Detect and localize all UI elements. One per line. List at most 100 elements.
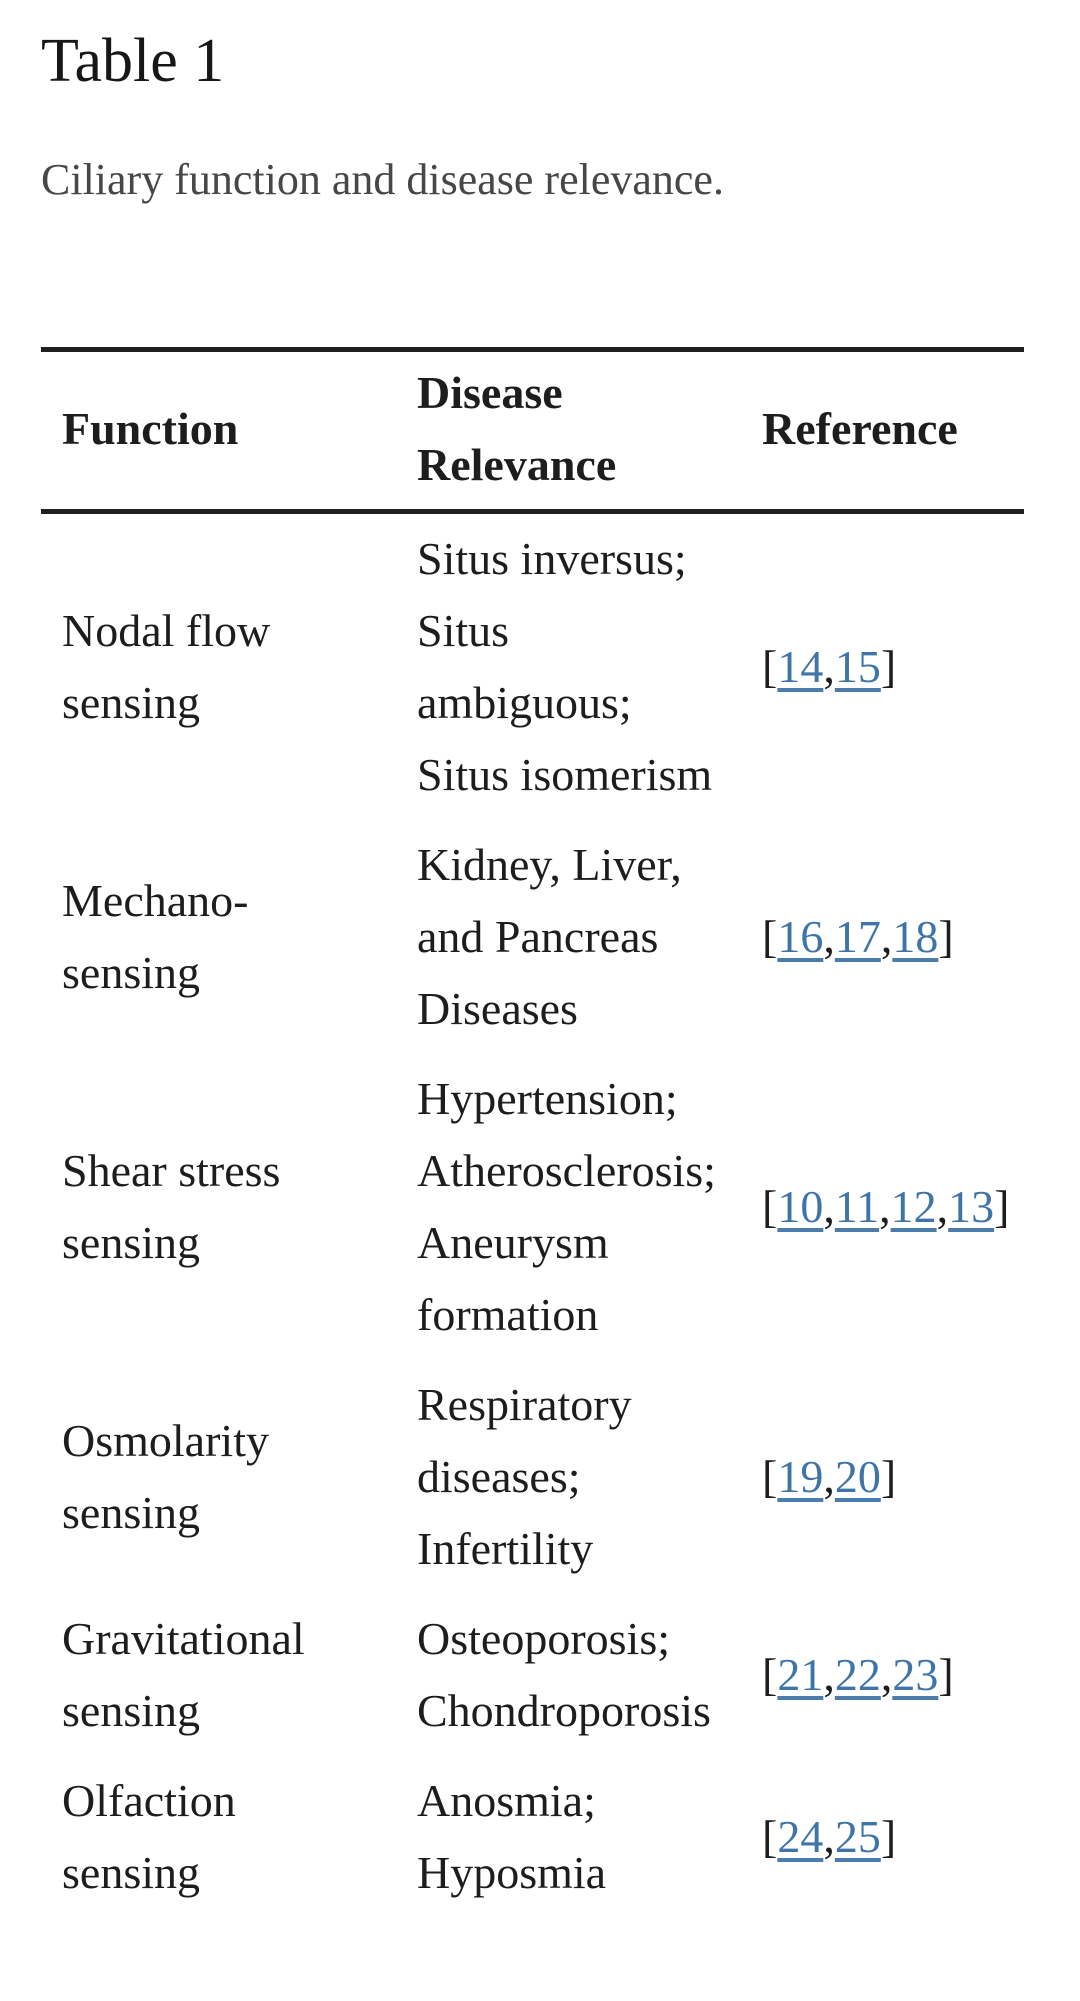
text-line: sensing bbox=[62, 1216, 200, 1268]
table-row: Gravitational sensing Osteoporosis; Chondro… bbox=[41, 1594, 1024, 1756]
text-line: sensing bbox=[62, 1486, 200, 1538]
reference-link-24[interactable]: 24 bbox=[777, 1810, 824, 1862]
text-line: Situs inversus; bbox=[417, 532, 687, 584]
reference-link-15[interactable]: 15 bbox=[834, 640, 881, 692]
text-line: Relevance bbox=[417, 438, 617, 490]
reference-cell: [16,17,18] bbox=[762, 820, 1024, 1054]
function-cell: Olfaction sensing bbox=[41, 1756, 417, 1918]
reference-close-bracket: ] bbox=[938, 1648, 954, 1700]
text-line: Aneurysm bbox=[417, 1216, 609, 1268]
function-cell: Osmolarity sensing bbox=[41, 1360, 417, 1594]
reference-separator: , bbox=[936, 1180, 949, 1232]
reference-open-bracket: [ bbox=[762, 1810, 778, 1862]
text-line: sensing bbox=[62, 1684, 200, 1736]
reference-open-bracket: [ bbox=[762, 1180, 778, 1232]
reference-cell: [14,15] bbox=[762, 511, 1024, 820]
text-line: ambiguous; bbox=[417, 676, 632, 728]
reference-separator: , bbox=[823, 640, 835, 692]
reference-link-23[interactable]: 23 bbox=[892, 1648, 939, 1700]
reference-link-10[interactable]: 10 bbox=[777, 1180, 824, 1232]
reference-link-16[interactable]: 16 bbox=[777, 910, 824, 962]
text-line: Chondroporosis bbox=[417, 1684, 711, 1736]
reference-link-19[interactable]: 19 bbox=[777, 1450, 824, 1502]
column-header-function: Function bbox=[41, 349, 417, 511]
table-row: Olfaction sensing Anosmia; Hyposmia [24,25] bbox=[41, 1756, 1024, 1918]
reference-link-14[interactable]: 14 bbox=[777, 640, 824, 692]
text-line: Osteoporosis; bbox=[417, 1612, 670, 1664]
reference-separator: , bbox=[823, 1648, 835, 1700]
reference-cell: [19,20] bbox=[762, 1360, 1024, 1594]
reference-link-17[interactable]: 17 bbox=[834, 910, 881, 962]
text-line: Gravitational bbox=[62, 1612, 305, 1664]
text-line: Reference bbox=[762, 402, 958, 454]
text-line: Infertility bbox=[417, 1522, 594, 1574]
text-line: Anosmia; bbox=[417, 1774, 596, 1826]
reference-close-bracket: ] bbox=[880, 1450, 897, 1502]
text-line: Diseases bbox=[417, 982, 578, 1034]
disease-relevance-cell: Situs inversus; Situs ambiguous; Situs isom… bbox=[417, 511, 762, 820]
text-line: Atherosclerosis; bbox=[417, 1144, 716, 1196]
disease-relevance-cell: Hypertension; Atherosclerosis; Aneurysm for… bbox=[417, 1054, 762, 1360]
text-line: Disease bbox=[417, 366, 563, 418]
text-line: and Pancreas bbox=[417, 910, 659, 962]
text-line: Situs bbox=[417, 604, 510, 656]
reference-link-11[interactable]: 11 bbox=[834, 1180, 880, 1232]
reference-cell: [10,11,12,13] bbox=[762, 1054, 1024, 1360]
reference-separator: , bbox=[880, 1648, 893, 1700]
reference-separator: , bbox=[879, 1180, 891, 1232]
column-header-reference: Reference bbox=[762, 349, 1024, 511]
text-line: Situs isomerism bbox=[417, 748, 713, 800]
text-line: sensing bbox=[62, 676, 200, 728]
reference-separator: , bbox=[823, 910, 835, 962]
reference-separator: , bbox=[823, 1810, 835, 1862]
text-line: Mechano- bbox=[62, 874, 249, 926]
text-line: Function bbox=[62, 402, 239, 454]
reference-close-bracket: ] bbox=[994, 1180, 1010, 1232]
function-cell: Mechano-sensing bbox=[41, 820, 417, 1054]
disease-relevance-cell: Anosmia; Hyposmia bbox=[417, 1756, 762, 1918]
reference-link-12[interactable]: 12 bbox=[890, 1180, 937, 1232]
reference-close-bracket: ] bbox=[938, 910, 954, 962]
reference-cell: [21,22,23] bbox=[762, 1594, 1024, 1756]
reference-separator: , bbox=[823, 1450, 835, 1502]
reference-open-bracket: [ bbox=[762, 910, 778, 962]
reference-open-bracket: [ bbox=[762, 1450, 778, 1502]
text-line: Shear stress bbox=[62, 1144, 281, 1196]
article-table-section: Table 1 Ciliary function and disease rel… bbox=[41, 27, 1024, 1918]
reference-link-13[interactable]: 13 bbox=[948, 1180, 995, 1232]
reference-link-21[interactable]: 21 bbox=[777, 1648, 824, 1700]
reference-open-bracket: [ bbox=[762, 1648, 778, 1700]
text-line: formation bbox=[417, 1288, 599, 1340]
reference-link-25[interactable]: 25 bbox=[834, 1810, 881, 1862]
text-line: Hypertension; bbox=[417, 1072, 678, 1124]
reference-open-bracket: [ bbox=[762, 640, 778, 692]
disease-relevance-cell: Osteoporosis; Chondroporosis bbox=[417, 1594, 762, 1756]
text-line: Osmolarity bbox=[62, 1414, 269, 1466]
reference-separator: , bbox=[880, 910, 893, 962]
reference-link-20[interactable]: 20 bbox=[834, 1450, 881, 1502]
function-cell: Gravitational sensing bbox=[41, 1594, 417, 1756]
table-caption: Ciliary function and disease relevance. bbox=[41, 155, 724, 205]
reference-cell: [24,25] bbox=[762, 1756, 1024, 1918]
text-line: diseases; bbox=[417, 1450, 581, 1502]
text-line: sensing bbox=[62, 1846, 200, 1898]
reference-close-bracket: ] bbox=[880, 1810, 897, 1862]
reference-separator: , bbox=[823, 1180, 835, 1232]
function-cell: Shear stress sensing bbox=[41, 1054, 417, 1360]
text-line: Hyposmia bbox=[417, 1846, 607, 1898]
reference-link-18[interactable]: 18 bbox=[892, 910, 939, 962]
text-line: Olfaction bbox=[62, 1774, 236, 1826]
table-row: Shear stress sensing Hypertension; Atherosc… bbox=[41, 1054, 1024, 1360]
text-line: Kidney, Liver, bbox=[417, 838, 682, 890]
reference-link-22[interactable]: 22 bbox=[834, 1648, 881, 1700]
